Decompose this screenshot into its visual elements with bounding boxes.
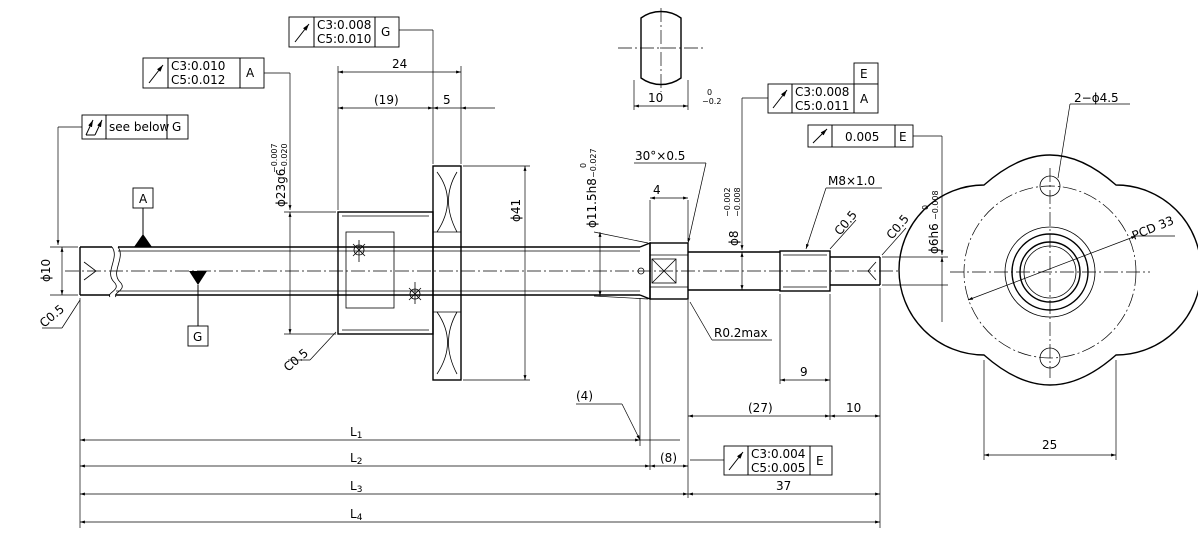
note-c05-a: C0.5 [832,208,860,238]
runout-frame-right-a [740,62,879,250]
frame-top-g-line1: C3:0.008 [317,18,371,32]
dim-l1: L1 [350,425,362,441]
dim-phi6-tol-upper: 0 [921,205,930,210]
runout-frame-right-e [807,124,944,255]
dim-27: (27) [748,401,773,415]
datum-a-symbol [132,187,154,247]
runout-frame-left-a [142,57,292,210]
runout-frame-top-g [288,16,433,48]
frame-see-below-datum: G [172,120,181,134]
nut-dimension-lines [337,30,495,210]
frame-top-g-datum: G [381,25,390,39]
frame-right-a-line2: C5:0.011 [795,99,849,113]
dim-9: 9 [800,365,808,379]
screw-shaft [79,246,640,298]
frame-left-a-line2: C5:0.012 [171,73,225,87]
frame-bottom-e-datum: E [816,454,824,468]
dim-phi6: ϕ6h6 [927,223,941,254]
frame-bottom-e-line2: C5:0.005 [751,461,805,475]
frame-bottom-e-line1: C3:0.004 [751,447,805,461]
dim-24: 24 [392,57,407,71]
note-c05-left: C0.5 [37,302,67,330]
dim-flat-10: 10 [648,91,663,105]
holes-label: 2−ϕ4.5 [1074,91,1119,105]
dim-phi11-tol-lower: −0.027 [589,148,598,178]
dim-phi8-tol-lower: −0.008 [733,187,742,217]
tol-flat-lower: −0.2 [702,97,721,106]
length-dimension-lines [79,288,881,528]
dim-5: 5 [443,93,451,107]
dim-l4: L4 [350,507,363,523]
ball-nut [337,165,462,381]
datum-g-symbol [187,271,209,347]
note-leaders [42,162,907,361]
frame-right-e-datum: E [899,130,907,144]
dim-phi23-tol-lower: −0.020 [280,143,289,173]
frame-top-g-line2: C5:0.010 [317,32,371,46]
dim-25: 25 [1042,438,1057,452]
frame-right-a-datum: A [860,92,869,106]
note-m8: M8×1.0 [828,174,875,188]
dim-l2: L2 [350,451,362,467]
dim-phi8: ϕ8 [727,230,741,246]
note-r02: R0.2max [714,326,768,340]
dim-19: (19) [374,93,399,107]
flange-end-view [898,103,1198,460]
runout-frame-bottom-e [690,445,833,476]
diameter-dimension-lines [50,165,948,381]
dim-phi41: ϕ41 [509,199,523,222]
tol-flat-upper: 0 [707,88,712,97]
pcd-label: PCD 33 [1130,213,1176,242]
dim-10-end: 10 [846,401,861,415]
frame-right-e-value: 0.005 [845,130,879,144]
dim-4-paren: (4) [576,389,593,403]
dim-l3: L3 [350,479,362,495]
dim-phi8-tol-upper: −0.002 [723,187,732,217]
runout-frame-see-below [56,114,189,245]
frame-see-below-text: see below [109,120,170,134]
dim-phi23-tol-upper: −0.007 [270,143,279,173]
dim-37: 37 [776,479,791,493]
frame-right-a-line1: C3:0.008 [795,85,849,99]
note-c05-b: C0.5 [884,212,912,242]
shaft-end [637,241,881,301]
dim-phi11: ϕ11.5h8 [585,178,599,228]
datum-a-label: A [139,192,148,206]
dim-phi11-tol-upper: 0 [579,163,588,168]
dim-phi23: ϕ23g6 [274,169,288,207]
dim-phi10: ϕ10 [39,259,53,282]
datum-g-label: G [193,330,202,344]
frame-left-a-line1: C3:0.010 [171,59,225,73]
dim-phi6-tol-lower: −0.008 [931,190,940,220]
note-chamfer: 30°×0.5 [635,149,685,163]
note-c05-nut: C0.5 [281,346,311,374]
frame-left-a-datum: A [246,66,255,80]
dim-8-paren: (8) [660,451,677,465]
frame-right-a-datum-top: E [860,67,868,81]
dim-4: 4 [653,183,661,197]
flat-section-view [618,8,706,110]
